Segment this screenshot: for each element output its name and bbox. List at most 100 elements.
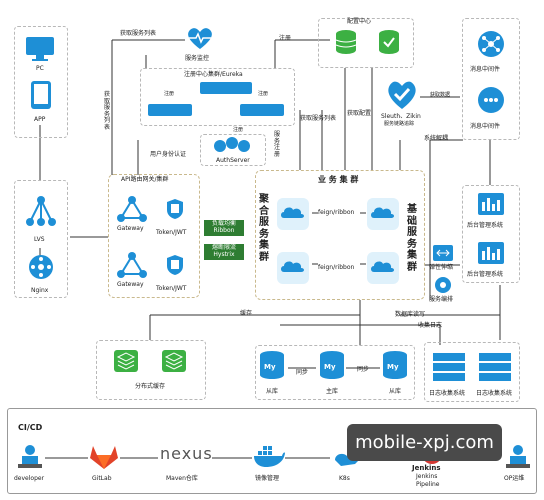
admin-label-1: 后台管理系统 [467,222,504,229]
log-collect-label: 收集日志 [418,322,443,329]
business-cluster-box [255,170,425,300]
ribbon-tag-line2: Ribbon [213,227,235,235]
nginx-icon [29,255,53,279]
agg-cloud-server-1 [277,198,309,230]
log-server-icon-2 [479,353,511,381]
admin-dashboard-icon-2 [478,242,504,264]
log-system-label-1: 日志收集系统 [429,390,466,397]
dist-cache-box [96,340,206,400]
nexus-logo-text: nexus [160,444,213,463]
feign-label-2: feign/ribbon [318,264,355,271]
pc-icon [26,37,54,61]
auth-server-label: AuthServer [216,157,250,164]
ribbon-tag-line1: 负载均衡 [211,220,236,227]
ribbon-tag: 负载均衡 Ribbon [204,220,244,236]
auth-server-box [200,134,266,166]
hystrix-tag: 熔断限流 Hystrix [204,244,244,260]
feign-label-1: feign/ribbon [318,209,355,216]
gateway-icon-1 [117,196,147,222]
mq-group [462,18,520,140]
cicd-box [7,408,537,494]
agg-cloud-server-2 [277,252,309,284]
cache-label: 缓存 [240,310,253,317]
business-cluster-title: 业 务 集 群 [318,175,359,184]
orchestrate-label: 服务编排 [429,296,454,303]
auth-server-icon [214,137,250,152]
registry-server-3 [240,104,284,116]
slave-label-1: 从库 [266,388,279,395]
admin-group [462,185,520,283]
dist-cache-label: 分布式缓存 [135,383,166,390]
k8s-label: K8s [339,475,350,482]
mysql-text-slave-1: My [264,363,276,371]
heart-monitor-icon [188,28,212,49]
token-shield-icon-1 [167,199,183,219]
maven-label: Maven仓库 [166,475,198,482]
cache-stack-icon-1 [114,350,138,372]
gateway-cluster-box [108,174,200,298]
mq-icon-1 [478,31,504,57]
jenkins-label: Jenkins [412,464,441,472]
slave-label-2: 从库 [389,388,402,395]
get-data-label: 获取数据 [430,92,451,98]
service-register-label: 服务注册 [274,131,281,158]
sync-label-1: 同步 [296,369,309,376]
get-service-list-label: 获取服务列表 [120,30,157,37]
feign-arrows [312,212,366,265]
base-cloud-server-1 [367,198,399,230]
base-cloud-server-2 [367,252,399,284]
ops-label: OP运维 [504,475,525,482]
token-shield-icon-2 [167,255,183,275]
get-config-label: 获取配置 [347,110,372,117]
gateway-label-1: Gateway [117,225,144,232]
hystrix-tag-line2: Hystrix [213,251,235,259]
registry-cluster-box [140,68,295,126]
watermark-overlay: mobile-xpj.com [347,424,502,461]
config-center-box [318,18,414,68]
user-auth-label: 用户身份认证 [150,151,187,158]
register-left-label: 注册 [164,91,175,97]
mysql-text-slave-2: My [387,363,399,371]
pc-label: PC [36,65,44,72]
jenkins-pipeline-label-2: Pipeline [416,481,440,488]
admin-dashboard-icon-1 [478,193,504,215]
sync-label-2: 同步 [357,366,370,373]
sleuth-sub-label: 服务链路追踪 [384,121,415,127]
gateway-icon-2 [117,252,147,278]
gitlab-icon [90,446,118,469]
log-server-icon-1 [433,353,465,381]
log-system-box [424,342,520,402]
mq-label-1: 消息中间件 [470,66,501,73]
agg-service-label: 聚合服务集群 [259,194,269,263]
client-group [14,26,68,138]
mysql-text-master: My [324,363,336,371]
gateway-label-2: Gateway [117,281,144,288]
registry-cluster-label: 注册中心集群/Eureka [184,71,243,78]
docker-whale-icon [254,446,285,467]
database-check-icon [379,30,399,54]
register-bottom-label: 注册 [233,127,244,133]
register-right-label: 注册 [258,91,269,97]
mq-label-2: 消息中间件 [470,123,501,130]
log-system-label-2: 日志收集系统 [476,390,513,397]
developer-icon [18,445,42,468]
service-monitor-label: 服务监控 [185,55,210,62]
gitlab-label: GitLab [92,475,112,482]
app-label: APP [34,116,46,123]
system-decouple-label: 系统解耦 [424,135,449,142]
mysql-icon-slave-2 [383,351,407,379]
nginx-label: Nginx [31,287,49,294]
lvs-label: LVS [34,236,45,243]
mysql-icon-slave-1 [260,351,284,379]
base-service-label: 基础服务集群 [407,204,417,273]
get-service-list-mid-label: 获取服务列表 [300,115,337,122]
get-service-list-vertical: 获取服务列表 [104,91,111,131]
data-rw-label: 数据库读写 [395,311,426,318]
mirror-label: 镜像管理 [255,475,280,482]
lvs-icon [26,196,56,226]
registry-server-2 [148,104,192,116]
mq-icon-2 [478,87,504,113]
ops-icon [506,445,530,468]
gateway-cluster-label: API路由网关/集群 [121,176,169,183]
